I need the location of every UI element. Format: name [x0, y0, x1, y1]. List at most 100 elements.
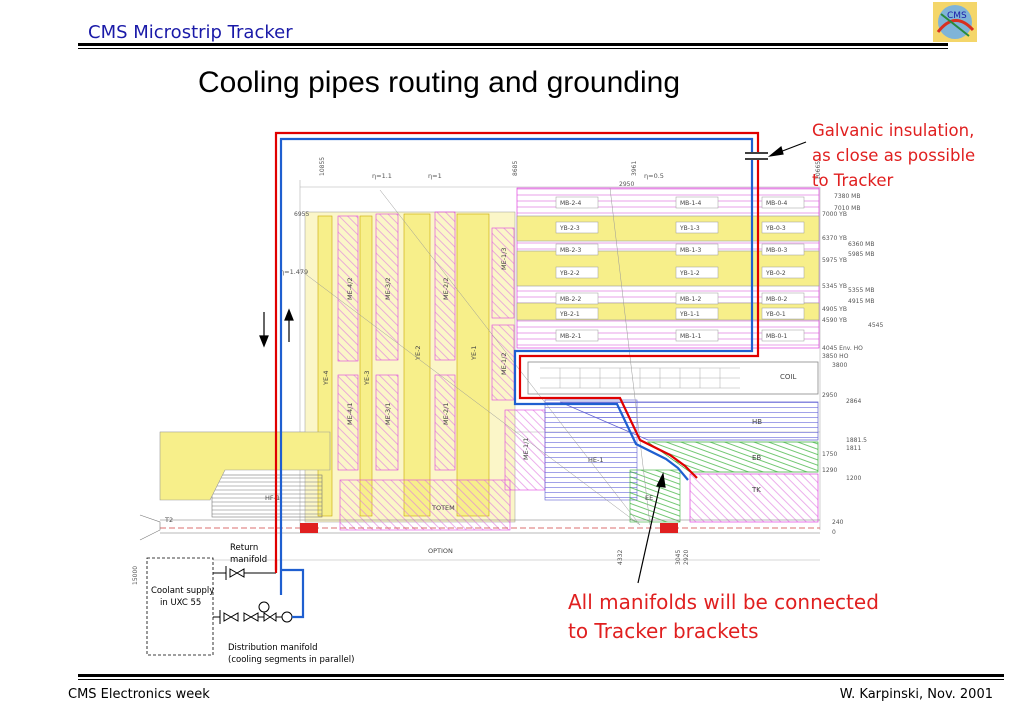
muon-label: MB-2-3 — [560, 247, 581, 254]
endcap-label: ME-1/3 — [500, 247, 508, 270]
endcap-region: YE-4 ME-4/2 YE-3 ME-3/2 ME-2/2 YE-2 YE-1… — [159, 211, 681, 555]
slide-title: Cooling pipes routing and grounding — [198, 66, 681, 99]
dim-right: 4915 MB — [848, 298, 874, 305]
dim-right: 6370 YB — [822, 235, 847, 242]
dim-right: 240 — [832, 519, 844, 526]
manifolds-note-line-2: to Tracker brackets — [568, 619, 759, 643]
endcap-label: TOTEM — [431, 504, 455, 512]
dim-left: 6955 — [294, 211, 309, 218]
header-rule-thick — [78, 43, 948, 46]
coolant-supply-schematic: Coolant supply in UXC 55 Return manifold… — [146, 543, 354, 665]
dim-right: 3800 — [832, 362, 847, 369]
dim-right: 5975 YB — [822, 257, 847, 264]
muon-label: YB-1-1 — [679, 311, 700, 318]
dim-top: 8685 — [512, 161, 519, 176]
endcap-label: YE-4 — [322, 370, 330, 386]
dim-right: 0 — [832, 529, 836, 536]
galvanic-insulation-note: Galvanic insulation, as close as possibl… — [812, 118, 975, 193]
manifolds-note: All manifolds will be connected to Track… — [568, 588, 879, 646]
dim-right: 1750 — [822, 451, 837, 458]
footer-left: CMS Electronics week — [68, 687, 210, 702]
eta-label: η=1 — [428, 172, 442, 180]
return-manifold-label-1: Return — [230, 543, 258, 553]
galvanic-note-line-3: to Tracker — [812, 171, 894, 190]
muon-label: YB-0-2 — [765, 270, 786, 277]
flow-arrows — [259, 308, 294, 348]
muon-label: MB-2-1 — [560, 333, 581, 340]
footer-right: W. Karpinski, Nov. 2001 — [839, 687, 993, 702]
dim-bottom: 3045 — [675, 550, 682, 565]
dim-bottom: 15000 — [132, 566, 139, 585]
dim-right: 2950 — [822, 392, 837, 399]
dim-right: 4590 YB — [822, 317, 847, 324]
dim-right: 1811 — [846, 445, 861, 452]
dim-right: 4045 Env. HO — [822, 345, 863, 352]
dim-right: 7010 MB — [834, 205, 860, 212]
muon-label: MB-0-4 — [766, 200, 787, 207]
header-title: CMS Microstrip Tracker — [88, 22, 293, 43]
dim-top: 10665 — [815, 161, 822, 180]
dim-right: 6360 MB — [848, 241, 874, 248]
endcap-label: EE — [645, 494, 653, 502]
cms-logo: CMS — [933, 2, 977, 42]
muon-label: YB-2-2 — [559, 270, 580, 277]
inner-label: TK — [751, 486, 761, 494]
dim-right: 1200 — [846, 475, 861, 482]
dim-top: 3961 — [631, 161, 638, 176]
eta-label: η=1.479 — [280, 268, 308, 276]
galvanic-note-line-1: Galvanic insulation, — [812, 121, 975, 140]
muon-label: MB-2-4 — [560, 200, 581, 207]
distribution-manifold-label-2: (cooling segments in parallel) — [228, 655, 354, 665]
eta-label: η=0.5 — [644, 172, 664, 180]
muon-label: MB-0-1 — [766, 333, 787, 340]
endcap-label: ME-4/1 — [346, 402, 354, 425]
header-rule-thin — [78, 48, 948, 49]
manifolds-note-line-1: All manifolds will be connected — [568, 590, 879, 614]
muon-label: YB-2-3 — [559, 225, 580, 232]
dim-right: 4905 YB — [822, 306, 847, 313]
muon-label: MB-0-2 — [766, 296, 787, 303]
dim-top: 2950 — [619, 181, 634, 188]
endcap-label: YE-3 — [363, 370, 371, 386]
dim-right: 3850 HO — [822, 353, 849, 360]
inner-label: HB — [752, 418, 762, 426]
cooling-pipes — [274, 131, 760, 595]
return-manifold-label-2: manifold — [230, 555, 267, 565]
muon-barrel: MB-2-4 MB-1-4 MB-0-4 YB-2-3 YB-1-3 YB-0-… — [516, 187, 820, 349]
beam-line — [139, 514, 820, 541]
coolant-location-label: in UXC 55 — [160, 598, 201, 608]
footer-rule-thin — [78, 679, 1004, 680]
muon-label: MB-1-1 — [680, 333, 701, 340]
muon-label: MB-1-3 — [680, 247, 701, 254]
muon-label: YB-0-3 — [765, 225, 786, 232]
endcap-label: ME-2/2 — [442, 277, 450, 300]
muon-label: MB-2-2 — [560, 296, 581, 303]
muon-label: MB-1-2 — [680, 296, 701, 303]
endcap-label: ME-1/1 — [522, 437, 530, 460]
endcap-label: HE-1 — [588, 456, 603, 464]
muon-label: YB-0-1 — [765, 311, 786, 318]
callout-arrows — [637, 141, 807, 584]
endcap-label: ME-1/2 — [500, 352, 508, 375]
inner-label: EB — [752, 454, 761, 462]
dim-bottom: 2920 — [683, 550, 690, 565]
dim-right: 5355 MB — [848, 287, 874, 294]
inner-label: COIL — [780, 373, 796, 381]
endcap-label: ME-3/1 — [384, 402, 392, 425]
dim-right: 4545 — [868, 322, 883, 329]
endcap-label: ME-3/2 — [384, 277, 392, 300]
inner-barrel: COIL HB EB TK — [527, 361, 819, 523]
endcap-label: YE-1 — [470, 345, 478, 361]
dim-right: 7380 MB — [834, 193, 860, 200]
dim-right: 7000 YB — [822, 211, 847, 218]
dimensions: 7380 MB 7010 MB 7000 YB 6370 YB 6360 MB … — [132, 157, 883, 585]
endcap-label: HF-1 — [265, 494, 280, 502]
muon-label: MB-0-3 — [766, 247, 787, 254]
galvanic-insulator — [745, 152, 768, 160]
muon-label: YB-2-1 — [559, 311, 580, 318]
dim-right: 1881.5 — [846, 437, 867, 444]
muon-label: YB-1-3 — [679, 225, 700, 232]
footer-rule-thick — [78, 674, 1004, 677]
cms-logo-text: CMS — [947, 11, 967, 21]
